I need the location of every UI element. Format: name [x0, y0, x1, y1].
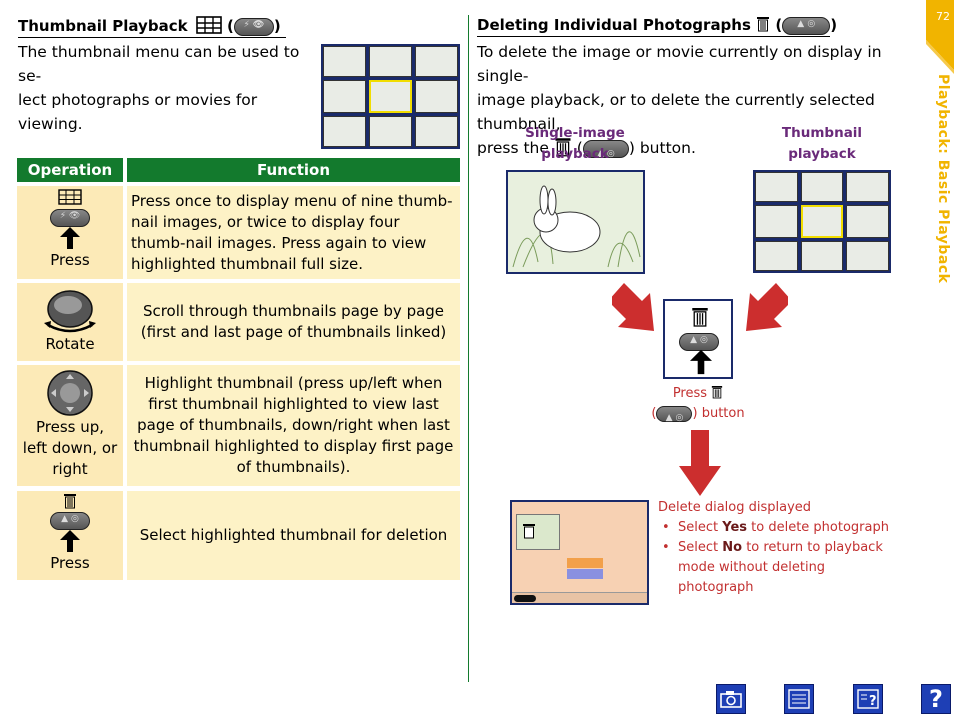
delete-dialog-screen [510, 500, 649, 605]
delete-button-icon: ▲ ◎ [679, 333, 719, 351]
operation-cell-delete: ▲ ◎ Press [17, 491, 123, 580]
thumbnail-grid-icon [196, 16, 222, 34]
playback-button-icon: ⚡ 👁 [233, 17, 274, 36]
dialog-option-highlight [567, 558, 603, 568]
column-divider [468, 15, 469, 682]
delete-dialog-notes: Delete dialog displayed Select Yes to de… [658, 498, 898, 598]
svg-text:?: ? [869, 694, 877, 709]
delete-button-diagram: ▲ ◎ [663, 299, 733, 379]
operation-cell-multiselector: Press up, left down, or right [17, 365, 123, 486]
operation-cell-rotate: Rotate [17, 283, 123, 361]
multi-selector-icon [47, 370, 93, 416]
trash-icon [692, 308, 708, 327]
red-arrow-down [679, 430, 721, 496]
thumbnail-grid-icon [58, 189, 82, 205]
dialog-thumbnail [516, 514, 560, 550]
thumbnail-menu-image [321, 44, 460, 149]
delete-button-icon: ▲ ◎ [50, 512, 90, 530]
trash-icon [712, 386, 723, 399]
operation-cell-press: ⚡ 👁 Press [17, 186, 123, 279]
camera-icon[interactable] [716, 684, 746, 714]
side-tab-shape [926, 0, 954, 74]
function-cell-3: Highlight thumbnail (press up/left when … [127, 365, 460, 486]
trash-icon [555, 138, 571, 157]
command-dial-icon [44, 290, 96, 333]
up-arrow-icon [690, 349, 712, 375]
up-arrow-icon [60, 530, 80, 552]
table-header-function: Function [127, 158, 460, 182]
side-tab-label: Playback: Basic Playback [935, 74, 951, 284]
thumbnail-screen [753, 170, 891, 273]
trash-icon [523, 524, 535, 539]
delete-button-icon: ▲ ◎ [656, 405, 693, 423]
dialog-option [567, 569, 603, 579]
up-arrow-icon [60, 227, 80, 249]
function-cell-2: Scroll through thumbnails page by page (… [127, 283, 460, 361]
rabbit-image [512, 185, 641, 268]
delete-paragraph: To delete the image or movie currently o… [477, 43, 882, 159]
single-image-screen [506, 170, 645, 274]
page-number: 72 [936, 10, 950, 23]
help-page-icon[interactable]: ? [853, 684, 883, 714]
thumbnail-intro: The thumbnail menu can be used to se- le… [18, 43, 300, 133]
delete-button-icon: ▲ ◎ [582, 139, 629, 159]
dialog-footer-bar [512, 592, 647, 603]
trash-icon [757, 17, 770, 32]
playback-button-icon: ⚡ 👁 [50, 209, 90, 227]
press-button-caption: Press (▲ ◎) button [651, 386, 745, 423]
question-icon[interactable]: ? [921, 684, 951, 714]
function-cell-4: Select highlighted thumbnail for deletio… [127, 491, 460, 580]
red-arrow-right [746, 283, 788, 331]
thumbnail-playback-title: Thumbnail Playback (⚡ 👁) [18, 16, 286, 38]
delete-button-icon: ▲ ◎ [782, 16, 831, 35]
red-arrow-left [612, 283, 654, 331]
delete-photographs-title: Deleting Individual Photographs (▲ ◎) [477, 16, 837, 37]
trash-icon [64, 494, 76, 509]
table-header-operation: Operation [17, 158, 123, 182]
function-cell-1: Press once to display menu of nine thumb… [127, 186, 460, 279]
dialog-footer-button [514, 595, 536, 602]
menu-icon[interactable] [784, 684, 814, 714]
